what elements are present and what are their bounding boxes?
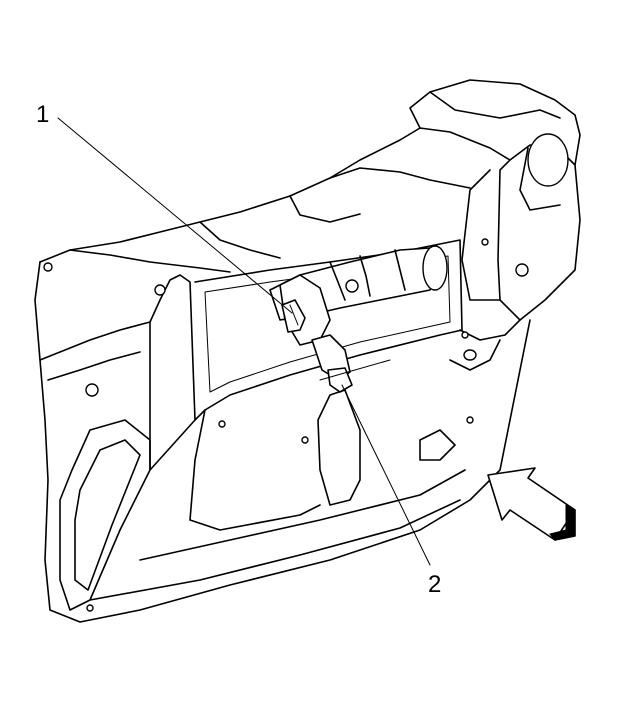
component-2-bracket <box>311 334 391 393</box>
callout-label-2: 2 <box>428 571 441 598</box>
callout-label-1: 1 <box>36 101 49 128</box>
leader-line-1 <box>57 117 293 314</box>
leader-line-2 <box>341 384 431 566</box>
component-1-connector <box>281 299 306 333</box>
fasteners <box>43 238 529 612</box>
instrument-panel-carrier <box>34 79 581 623</box>
view-direction-arrow-icon <box>487 467 576 541</box>
